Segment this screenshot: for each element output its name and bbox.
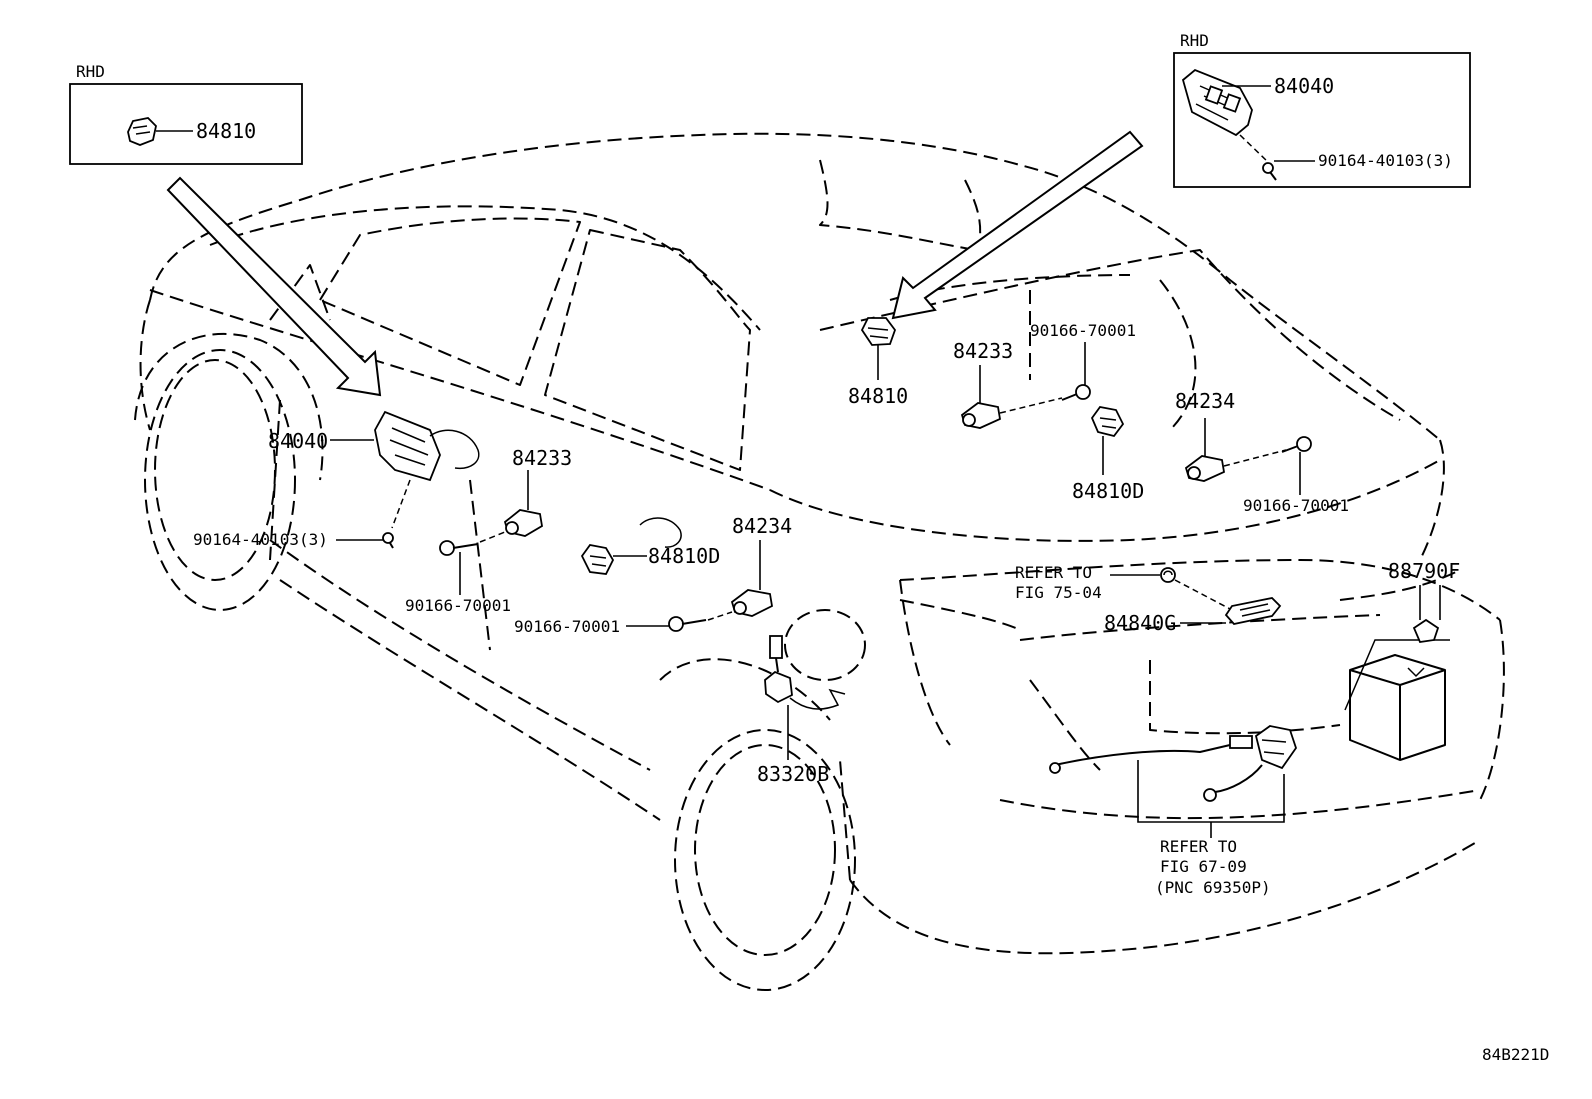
callout-90166-b: 90166-70001 bbox=[514, 617, 620, 636]
courtesy-switch-84233-front-icon bbox=[503, 509, 543, 537]
bolt-90166-b-icon bbox=[668, 616, 707, 632]
rear-harness-icon bbox=[1049, 725, 1297, 802]
bolt-90166-a-icon bbox=[439, 540, 479, 556]
inset-right-screw-label: 90164-40103(3) bbox=[1318, 151, 1453, 170]
car-body-outline bbox=[134, 132, 1505, 991]
callout-84233-front: 84233 bbox=[512, 446, 572, 470]
clip-icon bbox=[1160, 567, 1176, 583]
refer-fig-67-line2: FIG 67-09 bbox=[1160, 857, 1247, 876]
inset-rhd-right: RHD 84040 90164-40103(3) bbox=[1173, 31, 1471, 188]
front-door-switch-assembly bbox=[374, 410, 480, 529]
pointer-arrow-right bbox=[891, 130, 1144, 320]
callout-90166-a: 90166-70001 bbox=[405, 596, 511, 615]
screw-90164-left-icon bbox=[382, 532, 394, 549]
switch-84840G-icon bbox=[1224, 597, 1282, 625]
switch-84810D-front-icon bbox=[580, 517, 682, 575]
fuel-opener-83320B-icon bbox=[764, 635, 846, 710]
callout-84234-rear: 84234 bbox=[1175, 389, 1235, 413]
courtesy-switch-84234-rear-icon bbox=[1184, 455, 1226, 482]
screw-icon bbox=[1262, 162, 1277, 181]
callout-84233-rear: 84233 bbox=[953, 339, 1013, 363]
callout-84810D-front: 84810D bbox=[648, 544, 720, 568]
sensor-88790F-icon bbox=[1412, 618, 1440, 643]
refer-fig-75-line2: FIG 75-04 bbox=[1015, 583, 1102, 602]
callout-90166-c: 90166-70001 bbox=[1030, 321, 1136, 340]
switch-84810-center-icon bbox=[860, 317, 897, 346]
courtesy-switch-84233-rear-icon bbox=[960, 402, 1002, 429]
refer-fig-67-line3: (PNC 69350P) bbox=[1155, 878, 1271, 897]
inset-rhd-left: RHD 84810 bbox=[69, 62, 303, 165]
callout-84040-door: 84040 bbox=[268, 429, 328, 453]
refer-fig-75-line1: REFER TO bbox=[1015, 563, 1092, 582]
callout-84810-center: 84810 bbox=[848, 384, 908, 408]
callout-84810D-rear: 84810D bbox=[1072, 479, 1144, 503]
battery-icon bbox=[1344, 639, 1450, 761]
switch-84810D-rear-icon bbox=[1090, 406, 1125, 438]
inset-right-switch-label: 84040 bbox=[1274, 74, 1334, 98]
bolt-90166-d-icon bbox=[1281, 436, 1312, 453]
refer-fig-67-line1: REFER TO bbox=[1160, 837, 1237, 856]
callout-83320B: 83320B bbox=[757, 762, 829, 786]
inset-right-tag: RHD bbox=[1180, 31, 1209, 50]
bolt-90166-c-icon bbox=[1061, 384, 1091, 401]
courtesy-switch-84234-front-icon bbox=[730, 589, 773, 617]
inset-left-part-label: 84810 bbox=[196, 119, 256, 143]
callout-84234-front: 84234 bbox=[732, 514, 792, 538]
figure-id: 84B221D bbox=[1482, 1045, 1549, 1064]
switch-84810-icon bbox=[127, 117, 157, 146]
callout-90166-d: 90166-70001 bbox=[1243, 496, 1349, 515]
pointer-arrow-left bbox=[166, 176, 382, 397]
callout-84840G: 84840G bbox=[1104, 611, 1176, 635]
inset-left-tag: RHD bbox=[76, 62, 105, 81]
callout-90164-door: 90164-40103(3) bbox=[193, 530, 328, 549]
callout-88790F: 88790F bbox=[1388, 559, 1460, 583]
